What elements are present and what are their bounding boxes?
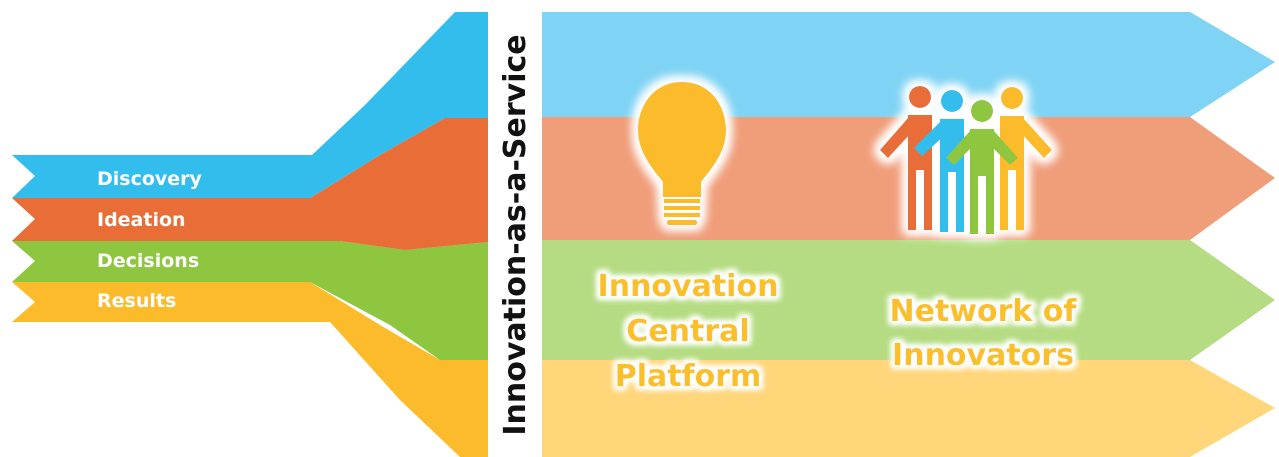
lightbulb-icon [638, 82, 726, 225]
discovery-funnel-arrow [12, 12, 488, 198]
input-label-ideation: Ideation [97, 209, 186, 231]
service-title: Innovation-as-a-Service [498, 34, 533, 435]
input-label-results: Results [97, 290, 176, 312]
people-group-icon [880, 86, 1052, 234]
network-label-line-1: Network of [890, 294, 1078, 329]
decisions-funnel-arrow [12, 241, 488, 360]
band-yellow [542, 360, 1275, 457]
input-label-decisions: Decisions [97, 250, 199, 272]
platform-label-line-2: Central [626, 314, 749, 349]
platform-label-line-3: Platform [615, 359, 762, 394]
network-label-line-2: Innovators [892, 338, 1074, 373]
band-green [542, 240, 1275, 360]
ideation-funnel-arrow [12, 118, 488, 250]
band-blue [542, 12, 1275, 117]
platform-label-line-1: Innovation [598, 269, 779, 304]
input-label-discovery: Discovery [97, 168, 203, 190]
results-funnel-arrow [12, 282, 488, 457]
